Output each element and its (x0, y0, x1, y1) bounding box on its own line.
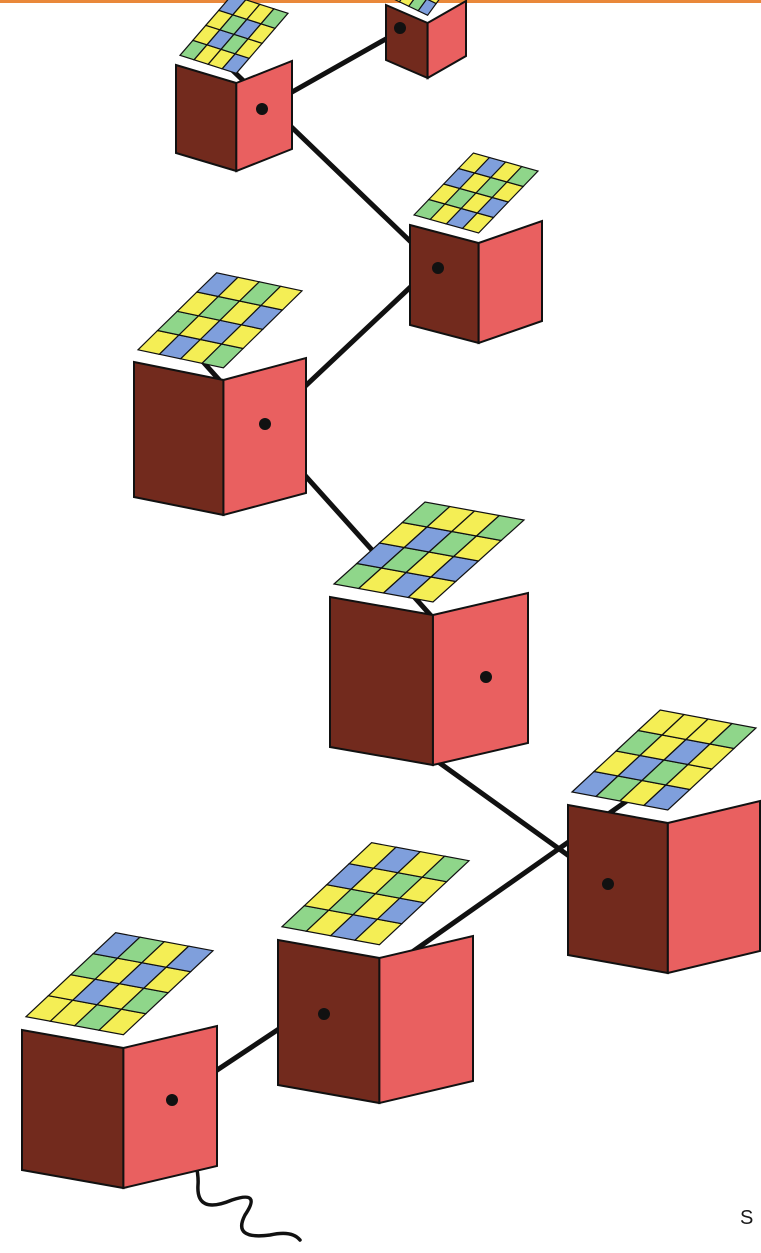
block-5 (133, 272, 307, 517)
block-8 (385, 0, 467, 80)
block-top-tile (259, 8, 290, 29)
block-front-face (666, 799, 761, 975)
block-side-face (277, 938, 381, 1105)
block-3 (567, 709, 761, 975)
block-2 (277, 842, 474, 1105)
block-front-face (426, 0, 467, 80)
block-top-tile (708, 722, 758, 750)
block-front-face (222, 356, 307, 517)
block-top-tile (427, 0, 440, 5)
block-front-face (378, 934, 474, 1105)
block-4 (329, 501, 529, 767)
block-side-face (409, 223, 480, 345)
link-anchors (166, 22, 614, 1106)
link-anchor-dot-5 (259, 418, 271, 430)
block-side-face (567, 803, 669, 975)
link-anchor-dot-4 (480, 671, 492, 683)
block-top-tile (505, 165, 540, 188)
block-side-face (133, 360, 225, 517)
link-anchor-dot-2 (318, 1008, 330, 1020)
block-front-face (235, 59, 293, 173)
block-1 (21, 932, 218, 1190)
block-7 (175, 0, 293, 173)
block-top-tile (475, 514, 526, 542)
block-top-tile (165, 945, 215, 973)
top-accent-rule (0, 0, 761, 3)
block-side-face (385, 3, 429, 80)
block-front-face (122, 1024, 218, 1190)
block-top-tile (259, 285, 304, 311)
block-6 (409, 152, 543, 345)
block-top-tile (421, 855, 471, 883)
link-anchor-dot-8 (394, 22, 406, 34)
corner-letter: S (740, 1207, 754, 1229)
link-anchor-dot-1 (166, 1094, 178, 1106)
block-side-face (329, 595, 434, 767)
block-top-tile (217, 0, 247, 16)
chain-blocks (21, 0, 761, 1190)
block-side-face (175, 63, 238, 173)
block-top-tile (407, 0, 427, 12)
link-anchor-dot-7 (256, 103, 268, 115)
block-front-face (477, 219, 543, 345)
link-anchor-dot-6 (432, 262, 444, 274)
block-side-face (21, 1028, 125, 1190)
link-anchor-dot-3 (602, 878, 614, 890)
